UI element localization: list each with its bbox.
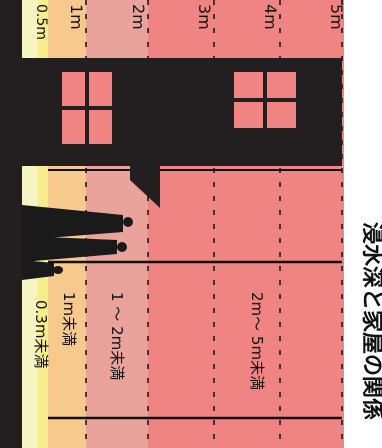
zone-label-2-to-5m: 2m～ 5m未満 — [248, 292, 266, 391]
zone-label-under-1m: 1m未満 — [60, 292, 78, 347]
house-icon — [20, 58, 342, 208]
zone-label-under-0-3m: 0.3m未満 — [32, 300, 50, 369]
zone-label-1-to-2m: 1 ～ 2m未満 — [108, 292, 126, 381]
house-roof — [320, 58, 342, 166]
depth-mark-2m: 2m — [129, 4, 148, 30]
house-eaves — [130, 166, 160, 208]
person-body — [22, 260, 54, 280]
person-body — [22, 205, 123, 240]
depth-mark-0-5m: 0.5m — [33, 4, 49, 40]
depth-mark-5m: 5m — [327, 4, 346, 30]
window-mullion — [62, 106, 112, 110]
person-head — [117, 242, 127, 252]
people-silhouette-icon — [22, 205, 133, 280]
depth-mark-4m: 4m — [261, 4, 280, 30]
window-mullion — [234, 98, 296, 102]
depth-mark-3m: 3m — [195, 4, 214, 30]
depth-mark-1m: 1m — [67, 4, 86, 30]
depth-guide-lines — [48, 169, 342, 420]
ground-strip — [0, 0, 22, 448]
person-head — [123, 217, 133, 227]
diagram-title: 浸水深と家屋の関係 — [359, 222, 382, 421]
person-head — [53, 266, 63, 274]
person-body — [22, 236, 117, 262]
